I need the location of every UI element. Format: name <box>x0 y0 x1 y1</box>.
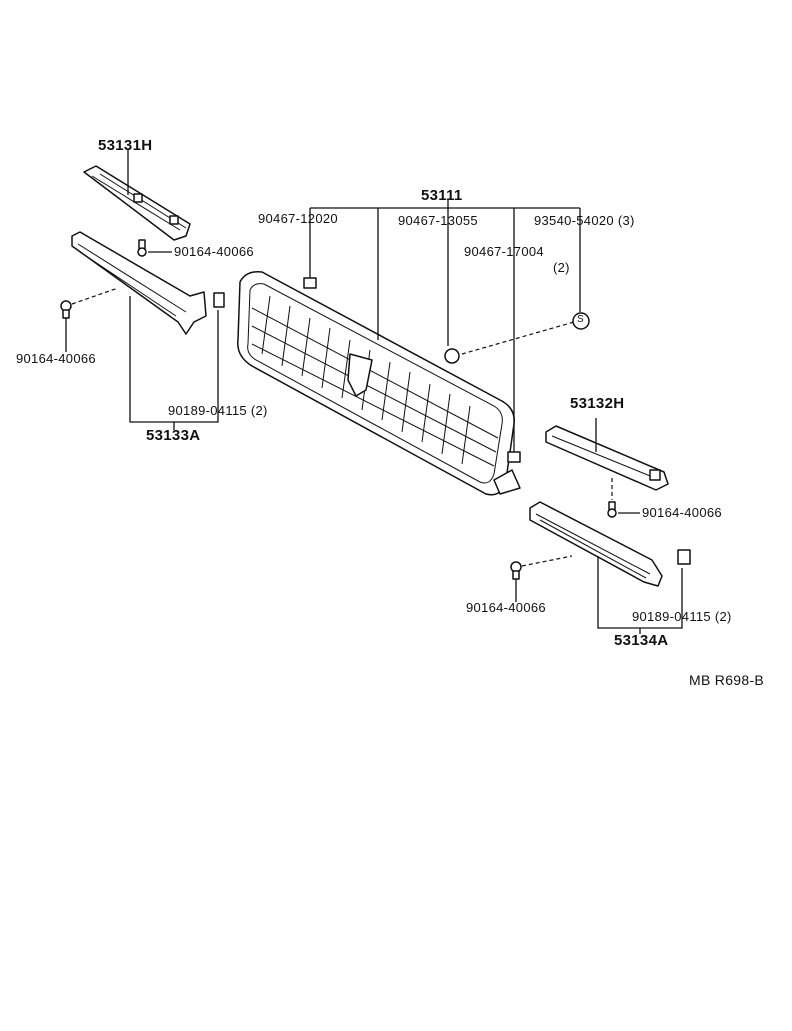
label-screw-left: 90164-40066 <box>16 351 96 366</box>
label-screw-lower-right: 90164-40066 <box>466 600 546 615</box>
screw-left-part <box>60 300 72 319</box>
screw-lower-right-part <box>510 561 522 580</box>
clip-13055-part <box>444 348 460 364</box>
label-53132h: 53132H <box>570 395 625 412</box>
label-clip-04115-left: 90189-04115 (2) <box>168 403 268 418</box>
label-clip-17004-qty: (2) <box>553 260 570 275</box>
lower-left-molding-part <box>71 231 207 335</box>
label-screw-upper-left: 90164-40066 <box>174 244 254 259</box>
label-clip-04115-right: 90189-04115 (2) <box>632 609 732 624</box>
clip-12020-part <box>303 277 317 289</box>
label-53133a: 53133A <box>146 427 201 444</box>
upper-right-molding-part <box>545 425 669 491</box>
label-53131h: 53131H <box>98 137 153 154</box>
s-marker-label: S <box>577 314 584 325</box>
grille-part <box>237 270 521 496</box>
screw-upper-right-part <box>607 501 617 518</box>
screw-upper-left-part <box>137 239 147 257</box>
label-53111: 53111 <box>421 187 463 204</box>
label-clip-17004: 90467-17004 <box>464 244 544 259</box>
label-clip-12020: 90467-12020 <box>258 211 338 226</box>
label-nut-54020: 93540-54020 (3) <box>534 213 635 228</box>
label-53134a: 53134A <box>614 632 669 649</box>
right-clip-part <box>677 549 691 565</box>
lower-right-molding-part <box>529 501 663 587</box>
upper-left-molding-part <box>83 165 191 241</box>
left-clip-part <box>213 292 225 308</box>
clip-17004-part <box>507 451 521 463</box>
label-clip-13055: 90467-13055 <box>398 213 478 228</box>
label-screw-upper-right: 90164-40066 <box>642 505 722 520</box>
drawing-code: MB R698-B <box>689 672 765 688</box>
s-marker-circle <box>572 312 590 330</box>
